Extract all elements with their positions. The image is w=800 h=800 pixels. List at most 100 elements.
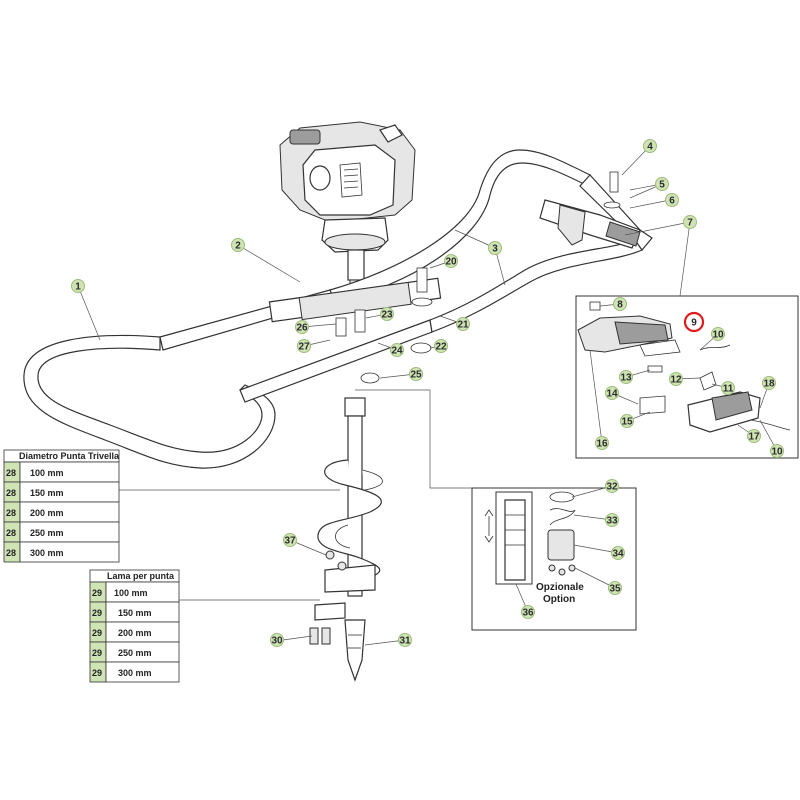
leader-lines [77,145,778,646]
svg-text:29: 29 [92,668,102,678]
svg-text:100 mm: 100 mm [30,468,64,478]
svg-text:6: 6 [669,196,675,207]
svg-text:16: 16 [596,439,608,450]
svg-text:28: 28 [6,488,16,498]
svg-text:17: 17 [748,432,760,443]
svg-text:24: 24 [391,346,403,357]
callout-8: 8 [613,297,627,311]
callout-34: 34 [611,546,625,560]
svg-text:13: 13 [620,373,632,384]
callout-7: 7 [683,215,697,229]
callout-21: 21 [456,317,470,331]
svg-text:4: 4 [647,142,653,153]
callout-27: 27 [297,339,311,353]
svg-text:34: 34 [612,549,624,560]
svg-text:2: 2 [235,241,241,252]
svg-text:21: 21 [457,320,469,331]
callout-37: 37 [283,533,297,547]
callout-5: 5 [655,177,669,191]
table-blade-header: Lama per punta [107,571,175,581]
svg-text:100 mm: 100 mm [114,588,148,598]
svg-text:14: 14 [606,389,618,400]
svg-text:7: 7 [687,218,693,229]
svg-text:33: 33 [606,516,618,527]
svg-text:32: 32 [606,482,618,493]
callout-13: 13 [619,370,633,384]
table-blade-row: 29 300 mm [89,661,180,683]
svg-text:29: 29 [92,628,102,638]
svg-text:10: 10 [712,330,724,341]
callout-4: 4 [643,139,657,153]
svg-text:31: 31 [399,636,411,647]
callout-22: 22 [434,339,448,353]
svg-text:3: 3 [492,244,498,255]
svg-text:28: 28 [6,508,16,518]
callout-32: 32 [605,479,619,493]
svg-text:150 mm: 150 mm [118,608,152,618]
svg-text:22: 22 [435,342,447,353]
svg-text:9: 9 [691,318,697,329]
svg-text:20: 20 [445,257,457,268]
auger [309,397,383,682]
svg-text:23: 23 [381,310,393,321]
svg-text:28: 28 [6,468,16,478]
table-blade-row: 29 250 mm [89,641,180,663]
callout-1: 1 [71,279,85,293]
handle-grip [539,199,641,249]
table-drill-header: Diametro Punta Trivella [19,451,120,461]
option-label-it: Opzionale [536,582,584,593]
svg-text:30: 30 [271,636,283,647]
svg-text:27: 27 [298,342,310,353]
svg-text:150 mm: 150 mm [30,488,64,498]
table-drill-row: 28 200 mm [3,501,120,523]
svg-text:12: 12 [670,375,682,386]
engine [279,121,416,291]
callout-2: 2 [231,238,245,252]
callout-20: 20 [444,254,458,268]
callout-10-lower: 10 [770,444,784,458]
callout-12: 12 [669,372,683,386]
svg-text:35: 35 [609,584,621,595]
svg-text:10: 10 [771,447,783,458]
svg-text:25: 25 [410,370,422,381]
svg-text:300 mm: 300 mm [118,668,152,678]
detail-box-handle-parts [575,295,799,459]
callout-3: 3 [488,241,502,255]
callout-16: 16 [595,436,609,450]
callout-6: 6 [665,193,679,207]
callout-14: 14 [605,386,619,400]
callout-33: 33 [605,513,619,527]
svg-text:250 mm: 250 mm [30,528,64,538]
svg-text:26: 26 [296,323,308,334]
callout-36: 36 [521,605,535,619]
callout-17: 17 [747,429,761,443]
callout-26: 26 [295,320,309,334]
svg-text:18: 18 [763,379,775,390]
svg-text:8: 8 [617,300,623,311]
svg-text:29: 29 [92,648,102,658]
svg-text:37: 37 [284,536,296,547]
svg-text:250 mm: 250 mm [118,648,152,658]
callout-24: 24 [390,343,404,357]
svg-text:15: 15 [621,417,633,428]
svg-text:200 mm: 200 mm [30,508,64,518]
frame-handlebar [23,149,653,469]
svg-text:1: 1 [75,282,81,293]
callout-35: 35 [608,581,622,595]
fasteners [335,171,621,384]
table-drill-row: 28 150 mm [3,481,120,503]
option-label-en: Option [543,594,575,605]
callout-11: 11 [721,381,735,395]
svg-text:300 mm: 300 mm [30,548,64,558]
svg-text:11: 11 [723,384,734,395]
callout-15: 15 [620,414,634,428]
option-box: Opzionale Option [355,389,637,631]
svg-text:36: 36 [522,608,534,619]
